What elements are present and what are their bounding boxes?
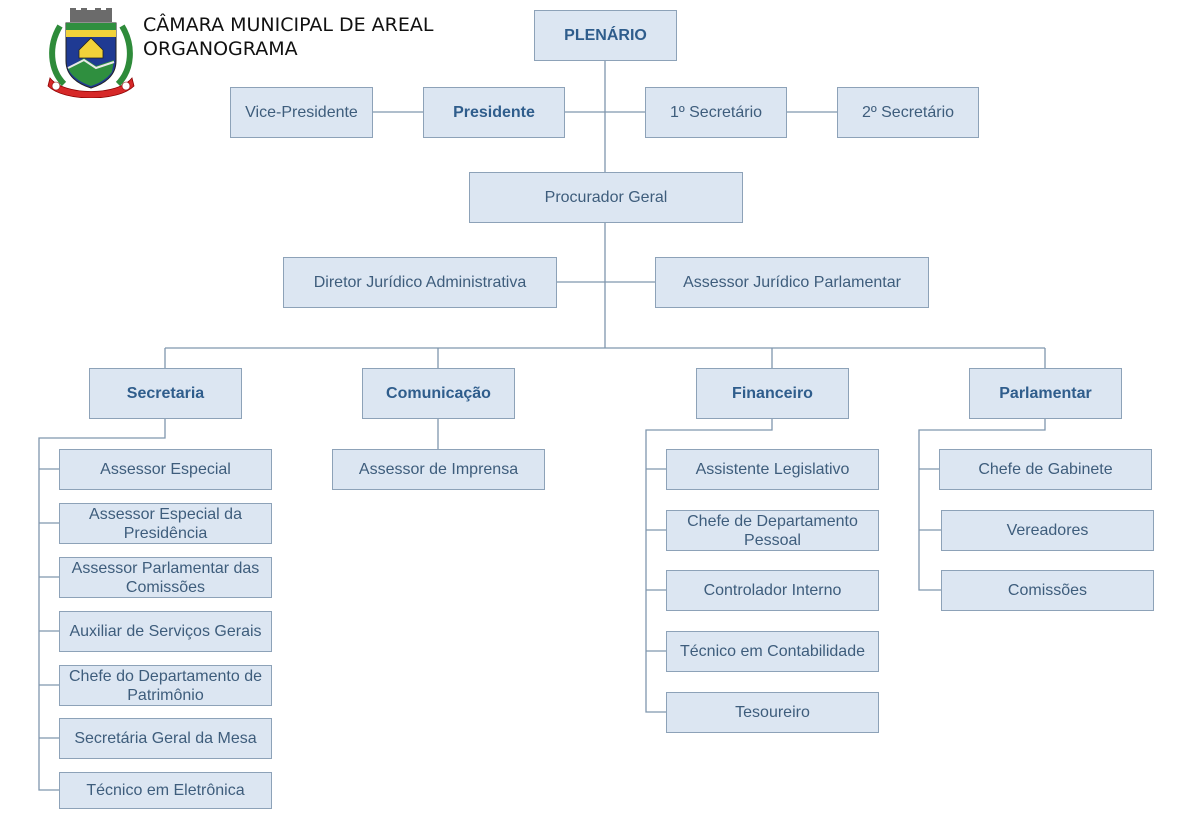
box-secretaria-geral-mesa: Secretária Geral da Mesa	[59, 718, 272, 759]
box-procurador-geral: Procurador Geral	[469, 172, 743, 223]
box-secretaria: Secretaria	[89, 368, 242, 419]
header-line-1: CÂMARA MUNICIPAL DE AREAL	[143, 14, 434, 36]
box-tecnico-eletronica: Técnico em Eletrônica	[59, 772, 272, 809]
box-financeiro: Financeiro	[696, 368, 849, 419]
box-auxiliar-servicos-gerais: Auxiliar de Serviços Gerais	[59, 611, 272, 652]
box-assessor-juridico: Assessor Jurídico Parlamentar	[655, 257, 929, 308]
box-vice-presidente: Vice-Presidente	[230, 87, 373, 138]
box-tecnico-contabilidade: Técnico em Contabilidade	[666, 631, 879, 672]
box-presidente: Presidente	[423, 87, 565, 138]
box-comunicacao: Comunicação	[362, 368, 515, 419]
header-title: CÂMARA MUNICIPAL DE AREAL ORGANOGRAMA	[143, 13, 433, 61]
box-assessor-especial-presidencia: Assessor Especial da Presidência	[59, 503, 272, 544]
coat-of-arms-logo	[47, 8, 135, 98]
box-assessor-imprensa: Assessor de Imprensa	[332, 449, 545, 490]
box-plenario: PLENÁRIO	[534, 10, 677, 61]
connector	[918, 419, 1046, 591]
box-tesoureiro: Tesoureiro	[666, 692, 879, 733]
box-vereadores: Vereadores	[941, 510, 1154, 551]
box-assessor-parlamentar-comissoes: Assessor Parlamentar das Comissões	[59, 557, 272, 598]
box-chefe-departamento-patrimonio: Chefe do Departamento de Patrimônio	[59, 665, 272, 706]
connector	[645, 419, 773, 713]
box-chefe-departamento-pessoal: Chefe de Departamento Pessoal	[666, 510, 879, 551]
box-1-secretario: 1º Secretário	[645, 87, 787, 138]
box-controlador-interno: Controlador Interno	[666, 570, 879, 611]
box-assessor-especial: Assessor Especial	[59, 449, 272, 490]
box-2-secretario: 2º Secretário	[837, 87, 979, 138]
box-chefe-gabinete: Chefe de Gabinete	[939, 449, 1152, 490]
box-assistente-legislativo: Assistente Legislativo	[666, 449, 879, 490]
box-diretor-juridico: Diretor Jurídico Administrativa	[283, 257, 557, 308]
box-comissoes: Comissões	[941, 570, 1154, 611]
header-line-2: ORGANOGRAMA	[143, 38, 298, 60]
connector	[38, 419, 166, 791]
box-parlamentar: Parlamentar	[969, 368, 1122, 419]
